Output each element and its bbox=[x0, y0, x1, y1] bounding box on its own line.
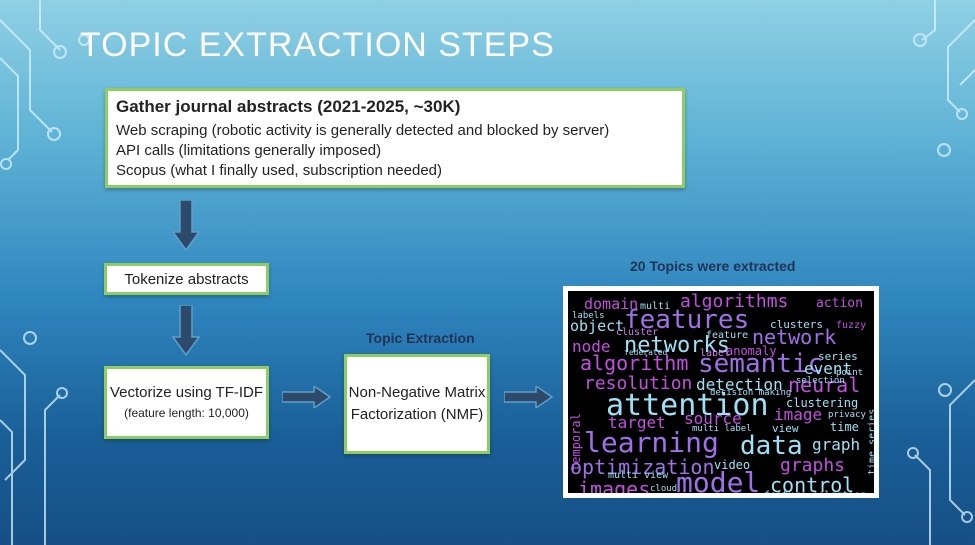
word-cloud-word: privacy bbox=[828, 410, 866, 420]
word-cloud-word: cloud bbox=[650, 484, 678, 494]
word-cloud-word: image bbox=[774, 405, 823, 424]
arrow-down-icon bbox=[172, 200, 200, 252]
word-cloud-word: label bbox=[700, 348, 731, 359]
word-cloud-word: source bbox=[684, 409, 742, 428]
word-cloud-word: graphs bbox=[780, 455, 846, 476]
word-cloud-word: multi view bbox=[608, 470, 669, 481]
word-cloud-word: node bbox=[572, 337, 611, 356]
word-cloud-word: fuzzy bbox=[836, 320, 867, 331]
vectorize-box: Vectorize using TF-IDF (feature length: … bbox=[104, 366, 269, 439]
word-cloud-word: point bbox=[836, 368, 864, 378]
topic-extraction-label: Topic Extraction bbox=[366, 330, 475, 346]
word-cloud-word: target bbox=[608, 413, 666, 432]
word-cloud-word: algorithm bbox=[580, 351, 689, 375]
topics-count-label: 20 Topics were extracted bbox=[630, 258, 796, 274]
word-cloud-word: time bbox=[830, 420, 859, 434]
word-cloud-word: time series bbox=[867, 408, 878, 475]
word-cloud-word: feature bbox=[706, 330, 749, 341]
gather-line-scopus: Scopus (what I finally used, subscriptio… bbox=[116, 162, 443, 179]
gather-line-web-scraping: Web scraping (robotic activity is genera… bbox=[116, 122, 610, 139]
word-cloud-word: algorithms bbox=[680, 291, 789, 312]
word-cloud-word: attention bbox=[606, 388, 769, 423]
page-title: TOPIC EXTRACTION STEPS bbox=[80, 26, 555, 64]
word-cloud-word: networks bbox=[624, 333, 730, 358]
tokenize-box: Tokenize abstracts bbox=[104, 263, 269, 295]
arrow-down-icon bbox=[172, 305, 200, 357]
word-cloud-word: clusters bbox=[770, 318, 823, 331]
word-cloud-word: resolution bbox=[584, 373, 693, 394]
arrow-right-icon bbox=[282, 386, 332, 408]
word-cloud-word: optimization bbox=[570, 455, 715, 479]
vectorize-label: Vectorize using TF-IDF bbox=[109, 383, 264, 401]
nmf-box: Non-Negative Matrix Factorization (NMF) bbox=[344, 354, 490, 454]
word-cloud-word: detection bbox=[696, 375, 783, 394]
arrow-right-icon bbox=[504, 386, 554, 408]
word-cloud-word: selection bbox=[796, 376, 845, 386]
word-cloud-word: decision making bbox=[710, 388, 792, 398]
word-cloud-word: control bbox=[770, 473, 855, 497]
word-cloud-word: learning bbox=[584, 426, 719, 459]
word-cloud-word: series bbox=[818, 350, 858, 363]
vectorize-detail: (feature length: 10,000) bbox=[124, 405, 249, 420]
word-cloud-word: domain bbox=[584, 295, 639, 313]
word-cloud-word: neural bbox=[788, 373, 861, 397]
word-cloud-word: multi label bbox=[692, 424, 752, 434]
word-cloud-word: multi bbox=[640, 301, 671, 312]
word-cloud-word: data bbox=[740, 431, 803, 461]
word-cloud-word: action bbox=[816, 296, 863, 311]
gather-heading: Gather journal abstracts (2021-2025, ~30… bbox=[116, 97, 461, 116]
word-cloud-word: cluster bbox=[616, 327, 659, 338]
word-cloud-word: object bbox=[570, 317, 625, 335]
word-cloud-word: view bbox=[772, 422, 799, 435]
word-cloud-word: feature selection bbox=[764, 490, 867, 498]
word-cloud-word: federated bbox=[624, 348, 668, 357]
word-cloud-word: model bbox=[676, 466, 761, 498]
gather-abstracts-box: Gather journal abstracts (2021-2025, ~30… bbox=[105, 88, 685, 188]
word-cloud-word: clustering bbox=[786, 396, 859, 410]
word-cloud-word: features bbox=[624, 305, 750, 335]
gather-line-api-calls: API calls (limitations generally imposed… bbox=[116, 142, 382, 159]
word-cloud-word: semantic bbox=[698, 349, 824, 379]
word-cloud-word: video bbox=[714, 458, 751, 472]
word-cloud-word: images bbox=[578, 477, 651, 498]
word-cloud-word: network bbox=[752, 325, 837, 349]
word-cloud-word: graph bbox=[812, 435, 861, 454]
word-cloud-word: anomaly bbox=[726, 344, 777, 358]
word-cloud-word: labels bbox=[572, 311, 605, 321]
word-cloud-word: event bbox=[804, 359, 853, 378]
